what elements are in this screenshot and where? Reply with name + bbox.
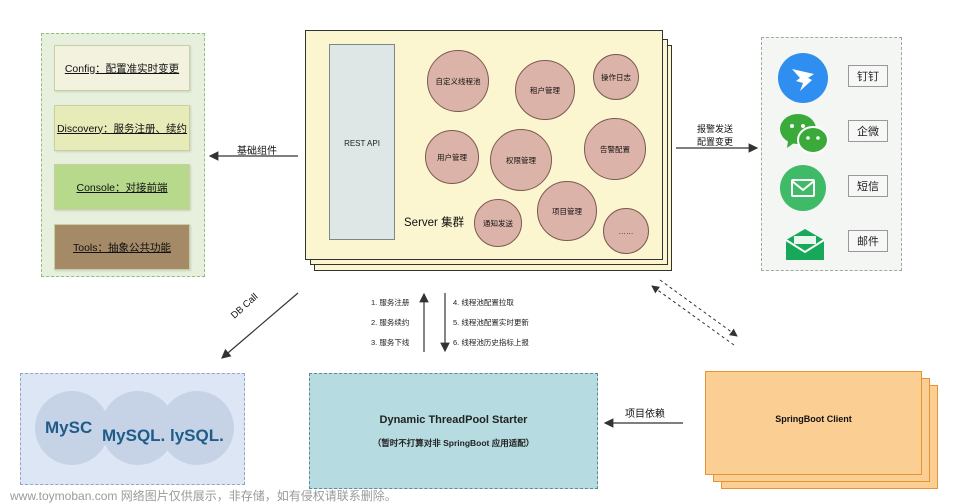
edge-label-dependency: 项目依赖 (625, 409, 665, 420)
module-operation-log: 操作日志 (593, 54, 639, 100)
module-project: 项目管理 (537, 181, 597, 241)
flow-step-3: 3. 服务下线 (371, 338, 410, 347)
component-discovery: Discovery：服务注册、续约 (54, 105, 190, 151)
starter-title: Dynamic ThreadPool Starter (379, 414, 528, 426)
server-cluster-label: Server 集群 (404, 217, 465, 229)
mail-icon (785, 229, 825, 260)
rest-api-block: REST API (329, 44, 395, 240)
flow-step-2: 2. 服务续约 (371, 318, 410, 327)
module-permission: 权限管理 (490, 129, 552, 191)
mysql-logo-3: lySQL. (170, 426, 224, 445)
starter-subtitle: （暂时不打算对非 SpringBoot 应用适配） (372, 438, 535, 448)
wecom-icon (780, 114, 829, 154)
module-more: …… (603, 208, 649, 254)
sms-icon (780, 165, 826, 211)
flow-step-4: 4. 线程池配置拉取 (453, 298, 514, 307)
mysql-logo-2: MySQL. (102, 426, 166, 445)
channel-dingtalk: 钉钉 (848, 65, 888, 87)
module-notify: 通知发送 (474, 199, 522, 247)
edge-label-config-change: 配置变更 (697, 137, 734, 147)
channel-sms: 短信 (848, 175, 888, 197)
arrow-server-to-client (659, 279, 738, 337)
channel-mail: 邮件 (848, 230, 888, 252)
component-console: Console：对接前端 (54, 164, 190, 210)
edge-label-components: 基础组件 (237, 146, 277, 157)
module-custom-threadpool: 自定义线程池 (427, 50, 489, 112)
edge-label-alarm: 报警发送 (697, 124, 734, 134)
dingtalk-icon (778, 53, 828, 103)
client-node-1 (705, 371, 922, 475)
module-alarm-config: 告警配置 (584, 118, 646, 180)
channel-wecom: 企微 (848, 120, 888, 142)
mysql-logo-bg-1 (35, 391, 109, 465)
client-label: SpringBoot Client (775, 414, 852, 424)
arrow-to-db (221, 292, 299, 359)
watermark: www.toymoban.com 网络图片仅供展示，非存储，如有侵权请联系删除。 (10, 489, 397, 503)
flow-step-1: 1. 服务注册 (371, 298, 410, 307)
module-user: 用户管理 (425, 130, 479, 184)
flow-step-6: 6. 线程池历史指标上报 (453, 338, 529, 347)
module-tenant: 租户管理 (515, 60, 575, 120)
mysql-logo-bg-3 (160, 391, 234, 465)
component-config: Config：配置准实时变更 (54, 45, 190, 91)
mysql-logo-1: MySC (45, 418, 93, 437)
component-tools: Tools：抽象公共功能 (54, 224, 190, 270)
arrow-client-to-server (651, 285, 735, 346)
starter-box (309, 373, 598, 489)
flow-step-5: 5. 线程池配置实时更新 (453, 318, 529, 327)
